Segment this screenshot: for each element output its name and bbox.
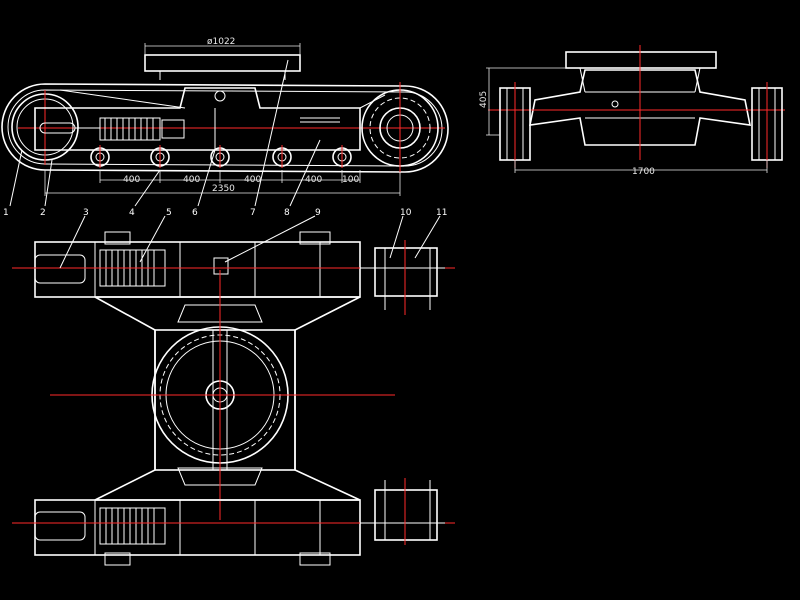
side-view: ø1022 bbox=[1, 37, 449, 218]
grease-fitting bbox=[213, 257, 229, 275]
front-view: 405 1700 bbox=[479, 45, 785, 177]
frame-body bbox=[34, 87, 361, 151]
callout-5: 5 bbox=[166, 208, 172, 218]
lower-drive bbox=[374, 489, 438, 541]
dim-top-width: ø1022 bbox=[207, 37, 235, 47]
dim-height: 405 bbox=[479, 91, 489, 108]
callout-10: 10 bbox=[400, 208, 412, 218]
callout-1: 1 bbox=[3, 208, 9, 218]
dim-pitch-5: 100 bbox=[342, 175, 359, 185]
callout-8: 8 bbox=[284, 208, 290, 218]
upper-track-frame bbox=[34, 241, 361, 298]
front-frame bbox=[528, 69, 752, 146]
track-belt-outer bbox=[1, 83, 449, 173]
callout-9: 9 bbox=[315, 208, 321, 218]
dim-pitch-2: 400 bbox=[183, 175, 200, 185]
front-top-platform bbox=[565, 51, 717, 69]
callout-3: 3 bbox=[83, 208, 89, 218]
dim-pitch-1: 400 bbox=[123, 175, 140, 185]
dim-pitch-4: 400 bbox=[305, 175, 322, 185]
dim-track-gauge: 1700 bbox=[632, 167, 655, 177]
lower-track-frame bbox=[34, 499, 361, 556]
callout-2: 2 bbox=[40, 208, 46, 218]
callout-6: 6 bbox=[192, 208, 198, 218]
callout-11: 11 bbox=[436, 208, 447, 218]
callout-7: 7 bbox=[250, 208, 256, 218]
dim-pitch-3: 400 bbox=[244, 175, 261, 185]
road-wheels bbox=[90, 145, 352, 168]
callout-4: 4 bbox=[129, 208, 135, 218]
upper-drive bbox=[374, 247, 438, 297]
plan-view: 3 5 9 10 11 bbox=[12, 208, 455, 566]
lift-eye bbox=[214, 90, 226, 102]
dim-overall-length: 2350 bbox=[212, 184, 235, 194]
top-platform bbox=[144, 54, 301, 72]
